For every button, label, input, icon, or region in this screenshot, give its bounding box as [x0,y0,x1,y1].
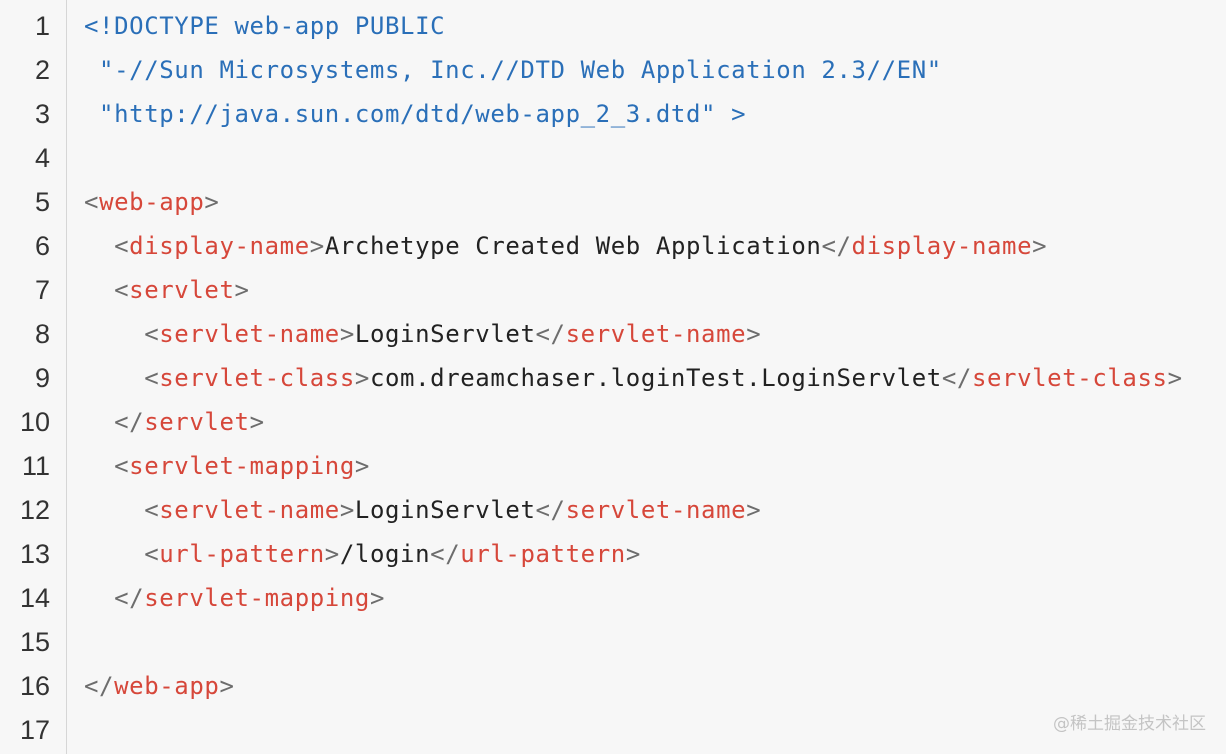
line-number: 4 [34,143,50,173]
line-number: 13 [19,539,50,569]
line-number: 8 [34,319,50,349]
code-token: < [84,496,160,524]
code-token: </ [941,364,972,392]
code-token: </ [535,320,566,348]
line-number: 16 [19,671,50,701]
code-token: servlet-class [971,364,1168,392]
code-token: < [84,276,130,304]
code-token: </ [535,496,566,524]
code-token: web-app [114,672,220,700]
code-token: </ [821,232,852,260]
code-token: > [1167,364,1183,392]
code-token: > [339,320,355,348]
code-token: servlet-name [159,496,340,524]
code-line: "http://java.sun.com/dtd/web-app_2_3.dtd… [84,92,746,136]
code-token: </ [430,540,461,568]
code-line: <!DOCTYPE web-app PUBLIC [84,4,445,48]
code-line: <servlet-mapping> [84,444,370,488]
code-token: LoginServlet [354,496,536,524]
code-token: > [324,540,340,568]
code-line: </web-app> [84,664,235,708]
line-number: 14 [19,583,50,613]
line-number: 7 [34,275,50,305]
code-line: <servlet-name>LoginServlet</servlet-name… [84,488,761,532]
code-line: <display-name>Archetype Created Web Appl… [84,224,1047,268]
code-token: > [339,496,355,524]
code-token: servlet-mapping [144,584,370,612]
line-number: 6 [34,231,50,261]
code-token: display-name [851,232,1033,260]
line-number: 1 [34,11,50,41]
line-number: 3 [34,99,50,129]
line-number: 12 [19,495,50,525]
code-token: > [369,584,386,612]
code-line: </servlet-mapping> [84,576,385,620]
code-token: servlet-class [159,364,355,392]
code-token: </ [84,584,145,612]
code-token: servlet-name [565,496,747,524]
code-token: > [354,452,370,480]
code-token: > [249,408,265,436]
code-token: /login [339,540,431,568]
code-line: <url-pattern>/login</url-pattern> [84,532,641,576]
code-token: "http://java.sun.com/dtd/web-app_2_3.dtd… [84,100,747,128]
code-token: < [84,188,100,216]
code-token: servlet [129,276,235,304]
code-token: <!DOCTYPE web-app PUBLIC [84,12,446,40]
line-number: 11 [21,451,50,481]
code-token: servlet-mapping [129,452,355,480]
code-line: <servlet-class>com.dreamchaser.loginTest… [84,356,1183,400]
code-token: > [234,276,250,304]
line-number: 10 [19,407,50,437]
code-token: </ [84,672,115,700]
code-token: web-app [99,188,205,216]
line-number: 2 [34,55,50,85]
code-token: LoginServlet [354,320,536,348]
code-token: > [219,672,235,700]
code-line: <servlet-name>LoginServlet</servlet-name… [84,312,761,356]
code-token: servlet-name [159,320,340,348]
line-number: 17 [19,715,50,745]
code-token: < [84,320,160,348]
code-token: > [746,496,762,524]
line-number: 5 [34,187,50,217]
code-token: "-//Sun Microsystems, Inc.//DTD Web Appl… [84,56,942,84]
code-token: </ [84,408,145,436]
code-token: > [309,232,325,260]
code-area[interactable]: <!DOCTYPE web-app PUBLIC "-//Sun Microsy… [84,0,1224,754]
line-number: 9 [34,363,50,393]
code-line: <web-app> [84,180,219,224]
line-number: 15 [19,627,50,657]
code-token: com.dreamchaser.loginTest.LoginServlet [369,364,942,392]
code-token: url-pattern [159,540,325,568]
watermark: @稀土掘金技术社区 [1053,714,1206,734]
code-token: Archetype Created Web Application [324,232,822,260]
code-token: display-name [129,232,310,260]
code-token: > [354,364,370,392]
code-token: servlet [144,408,250,436]
code-token: < [84,232,130,260]
code-line: "-//Sun Microsystems, Inc.//DTD Web Appl… [84,48,942,92]
code-token: url-pattern [460,540,626,568]
code-token: servlet-name [565,320,747,348]
code-token: < [84,364,160,392]
code-token: > [1032,232,1048,260]
code-line: <servlet> [84,268,250,312]
code-token: < [84,452,130,480]
code-token: > [746,320,762,348]
code-token: > [204,188,220,216]
code-line: </servlet> [84,400,265,444]
code-token: > [625,540,641,568]
code-token: < [84,540,160,568]
